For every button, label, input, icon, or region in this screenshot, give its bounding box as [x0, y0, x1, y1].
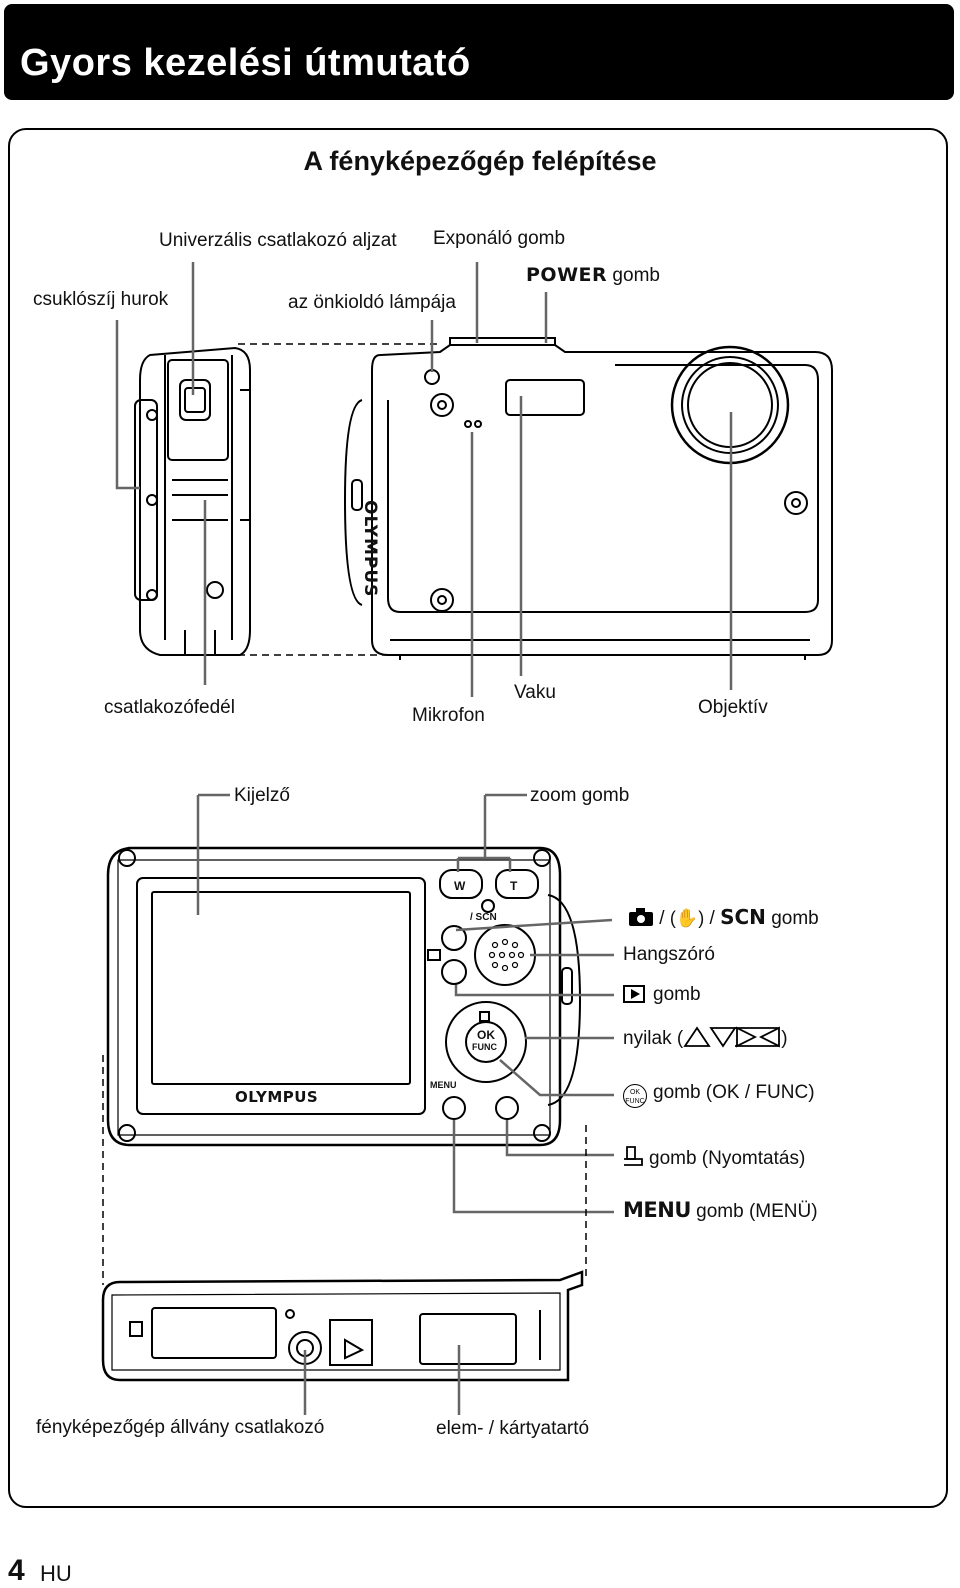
power-word: POWER [526, 264, 608, 286]
label-print-button: gomb (Nyomtatás) [623, 1145, 805, 1170]
print-icon [624, 1146, 643, 1166]
label-strap-eyelet: csuklószíj hurok [33, 289, 169, 310]
label-speaker: Hangszóró [623, 944, 715, 965]
label-tripod-socket: fényképezőgép állvány csatlakozó [36, 1417, 325, 1438]
label-universal-connector: Univerzális csatlakozó aljzat [159, 230, 397, 251]
camera-side-view [134, 346, 251, 656]
camera-bottom-view [101, 1270, 584, 1382]
cam-menu-text: MENU [430, 1080, 457, 1090]
zoom-w-button: W [454, 879, 466, 893]
label-monitor: Kijelző [234, 785, 290, 806]
print-suffix: gomb (Nyomtatás) [649, 1148, 806, 1169]
label-lens: Objektív [698, 697, 768, 718]
content-frame [8, 128, 948, 1508]
label-flash: Vaku [514, 682, 556, 703]
arrows-suffix: ) [781, 1028, 788, 1049]
page-language: HU [40, 1561, 72, 1586]
label-zoom-button: zoom gomb [530, 785, 630, 806]
label-playback-button: gomb [623, 984, 701, 1006]
hand-stabilization-icon: (✋) [669, 908, 705, 928]
zoom-t-button: T [510, 879, 518, 893]
cam-scn-text: / SCN [470, 912, 497, 923]
camera-icon [629, 908, 653, 926]
label-power-button: POWER gomb [526, 264, 660, 287]
label-connector-cover: csatlakozófedél [104, 697, 235, 718]
label-arrow-pad: nyilak () [623, 1026, 788, 1050]
cam-func-text: FUNC [472, 1042, 497, 1052]
menu-word: MENU [623, 1198, 691, 1222]
mode-suffix: gomb [765, 908, 819, 929]
label-battery-compartment: elem- / kártyatartó [436, 1418, 590, 1439]
power-suffix: gomb [607, 265, 660, 286]
cam-ok-text: OK [477, 1028, 495, 1042]
label-microphone: Mikrofon [412, 705, 485, 726]
header-bar: Gyors kezelési útmutató [4, 4, 954, 100]
section-title: A fényképezőgép felépítése [303, 146, 657, 176]
label-shutter-button: Exponáló gomb [433, 228, 566, 249]
arrow-keys-icon [683, 1026, 781, 1048]
scn-word: SCN [720, 905, 766, 929]
playback-icon [623, 985, 645, 1003]
back-brand-logo: OLYMPUS [235, 1088, 319, 1106]
page-title: Gyors kezelési útmutató [20, 42, 471, 84]
ok-func-suffix: gomb (OK / FUNC) [653, 1082, 815, 1103]
arrows-prefix: nyilak ( [623, 1028, 684, 1049]
playback-suffix: gomb [653, 984, 701, 1005]
mode-sep-1: / [654, 908, 670, 929]
label-self-timer-lamp: az önkioldó lámpája [288, 292, 456, 313]
page-number: 4 [8, 1554, 25, 1587]
mode-sep-2: / [704, 908, 721, 929]
front-brand-logo: OLYMPUS [360, 500, 380, 598]
camera-front-view [343, 337, 833, 660]
label-mode-button: / (✋) / SCN gomb [628, 905, 819, 930]
label-menu-button: MENU gomb (MENÜ) [623, 1198, 818, 1223]
menu-suffix: gomb (MENÜ) [690, 1201, 818, 1222]
